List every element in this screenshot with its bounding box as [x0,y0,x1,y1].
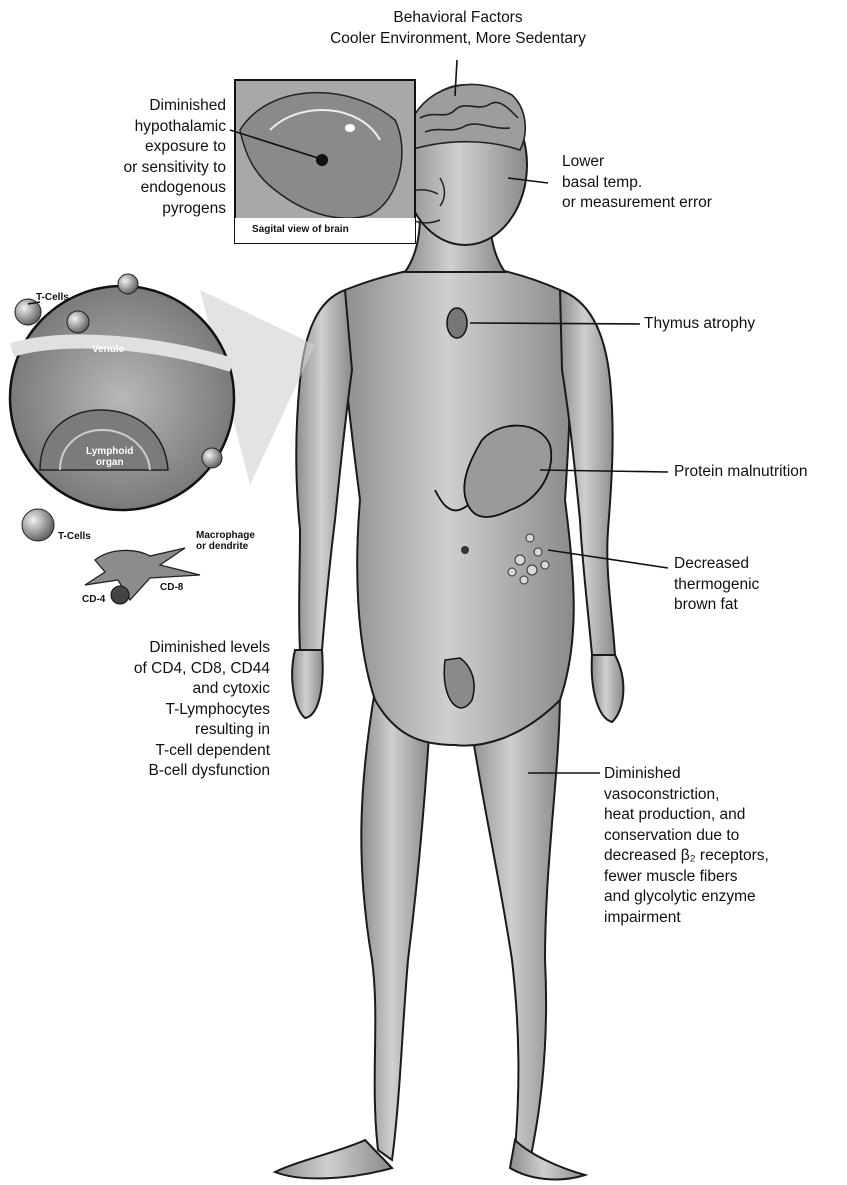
t-cell [22,509,54,541]
label-line: conservation due to [604,826,769,847]
label-line: exposure to [60,137,226,158]
label-line: decreased β₂ receptors, [604,846,769,867]
label-line: basal temp. [562,173,712,194]
protein-label: Protein malnutrition [674,462,808,483]
lymphoid-inset-circle [10,286,234,510]
vasoconstriction-label: Diminished vasoconstriction, heat produc… [604,764,769,928]
cd8-label: CD-8 [160,582,183,593]
thymus-label: Thymus atrophy [644,314,755,335]
brain-overlay [408,84,525,150]
thymus-organ [447,308,467,338]
label-line: or dendrite [196,541,255,552]
basal-temp-label: Lower basal temp. or measurement error [562,152,712,214]
label-line: resulting in [60,720,270,741]
label-line: Decreased [674,554,759,575]
left-leg [361,690,430,1160]
hypothalamic-label: Diminished hypothalamic exposure to or s… [60,96,226,219]
label-line: endogenous [60,178,226,199]
label-line: thermogenic [674,575,759,596]
label-line: brown fat [674,595,759,616]
brain-inset [235,80,415,243]
label-line: T-Lymphocytes [60,700,270,721]
label-line: pyrogens [60,199,226,220]
t-cell [118,274,138,294]
label-line: hypothalamic [60,117,226,138]
venule-label: Venule [92,344,124,355]
brown-fat-label: Decreased thermogenic brown fat [674,554,759,616]
brain-caption: Sagital view of brain [252,224,349,235]
label-line: Diminished [60,96,226,117]
left-foot [275,1140,392,1178]
cd4-label: CD-4 [82,594,105,605]
t-cell [202,448,222,468]
right-foot [510,1140,585,1179]
human-body-figure [275,85,623,1179]
behavioral-factors-title: Behavioral Factors [298,8,618,29]
label-line: T-cell dependent [60,741,270,762]
label-line: Lower [562,152,712,173]
label-line: heat production, and [604,805,769,826]
lymphoid-organ-label: Lymphoid organ [86,446,133,468]
label-line: organ [86,457,133,468]
label-line: Lymphoid [86,446,133,457]
label-line: B-cell dysfunction [60,761,270,782]
t-cells-bottom-label: T-Cells [58,531,91,542]
label-line: and cytoxic [60,679,270,700]
left-hand [292,650,323,718]
navel [461,546,469,554]
right-leg [470,690,560,1160]
macrophage-label: Macrophage or dendrite [196,530,255,552]
label-line: impairment [604,908,769,929]
right-hand [592,655,624,722]
label-line: and glycolytic enzyme [604,887,769,908]
label-line: or sensitivity to [60,158,226,179]
t-cells-top-label: T-Cells [36,292,69,303]
label-line: Macrophage [196,530,255,541]
label-line: of CD4, CD8, CD44 [60,659,270,680]
t-cell [67,311,89,333]
label-line: or measurement error [562,193,712,214]
label-line: fewer muscle fibers [604,867,769,888]
label-line: Diminished levels [60,638,270,659]
lymphoid-inset [10,274,315,541]
label-line: vasoconstriction, [604,785,769,806]
behavioral-factors-label: Behavioral Factors Cooler Environment, M… [298,8,618,49]
label-line: Diminished [604,764,769,785]
behavioral-factors-subtitle: Cooler Environment, More Sedentary [298,29,618,50]
t-cell-levels-label: Diminished levels of CD4, CD8, CD44 and … [60,638,270,782]
